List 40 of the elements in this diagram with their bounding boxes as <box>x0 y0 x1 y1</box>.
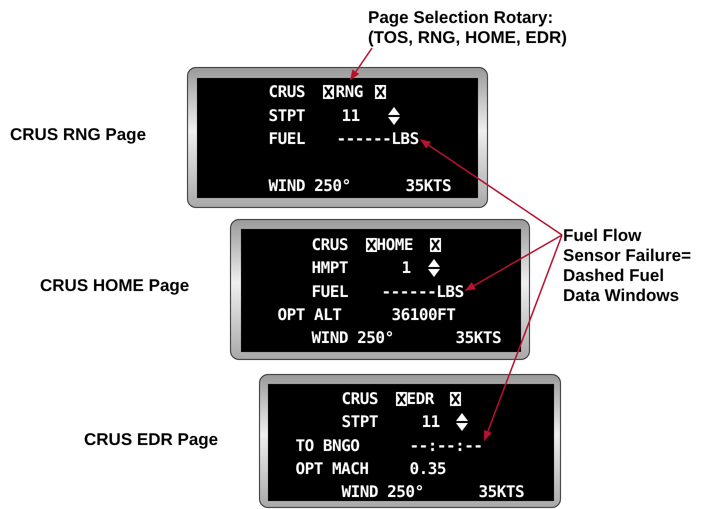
display-text: 35KTS <box>406 176 452 196</box>
display-text: 1 <box>402 258 411 278</box>
display-readout: ------LBS <box>336 128 419 148</box>
display-bezel <box>187 67 488 208</box>
display-readout: RNG <box>336 82 363 102</box>
leader-arrow <box>464 234 562 291</box>
page-label: CRUS RNG Page <box>10 125 146 145</box>
display-bezel <box>259 374 561 508</box>
display-text: 36100FT <box>392 304 456 324</box>
display-text: 11 <box>342 106 360 126</box>
leader-arrow <box>484 234 563 442</box>
display-text: CRUS <box>312 234 348 254</box>
display-readout: HOME <box>376 234 414 254</box>
display-text: 11 <box>422 412 440 432</box>
display-text: STPT <box>342 412 378 432</box>
display-text: 35KTS <box>478 482 524 502</box>
display-text: WIND 250° <box>312 328 394 348</box>
display-text: CRUS <box>342 388 378 408</box>
display-text: WIND 250° <box>268 176 351 196</box>
display-text: TO BNGO <box>296 436 360 456</box>
leader-arrow <box>420 139 562 236</box>
display-readout: EDR <box>406 388 434 408</box>
callout-text: Page Selection Rotary: (TOS, RNG, HOME, EDR) <box>368 8 588 48</box>
display-text: OPT ALT <box>278 304 342 324</box>
display-text: FUEL <box>312 282 348 302</box>
page-label: CRUS HOME Page <box>40 276 190 296</box>
display-text: FUEL <box>268 128 306 148</box>
display-bezel <box>230 219 530 360</box>
display-text: 0.35 <box>410 458 446 478</box>
leader-arrow <box>350 48 373 80</box>
display-text: STPT <box>268 106 306 126</box>
page-label: CRUS EDR Page <box>84 430 218 450</box>
display-text: 35KTS <box>456 328 502 348</box>
display-text: WIND 250° <box>342 482 424 502</box>
display-text: OPT MACH <box>296 458 369 478</box>
display-readout: ------LBS <box>382 282 464 302</box>
display-text: HMPT <box>312 258 348 278</box>
display-text: CRUS <box>268 82 306 102</box>
display-readout: --:--:-- <box>410 436 483 456</box>
callout-text: Fuel Flow Sensor Failure= Dashed Fuel Data Windows <box>563 226 703 306</box>
